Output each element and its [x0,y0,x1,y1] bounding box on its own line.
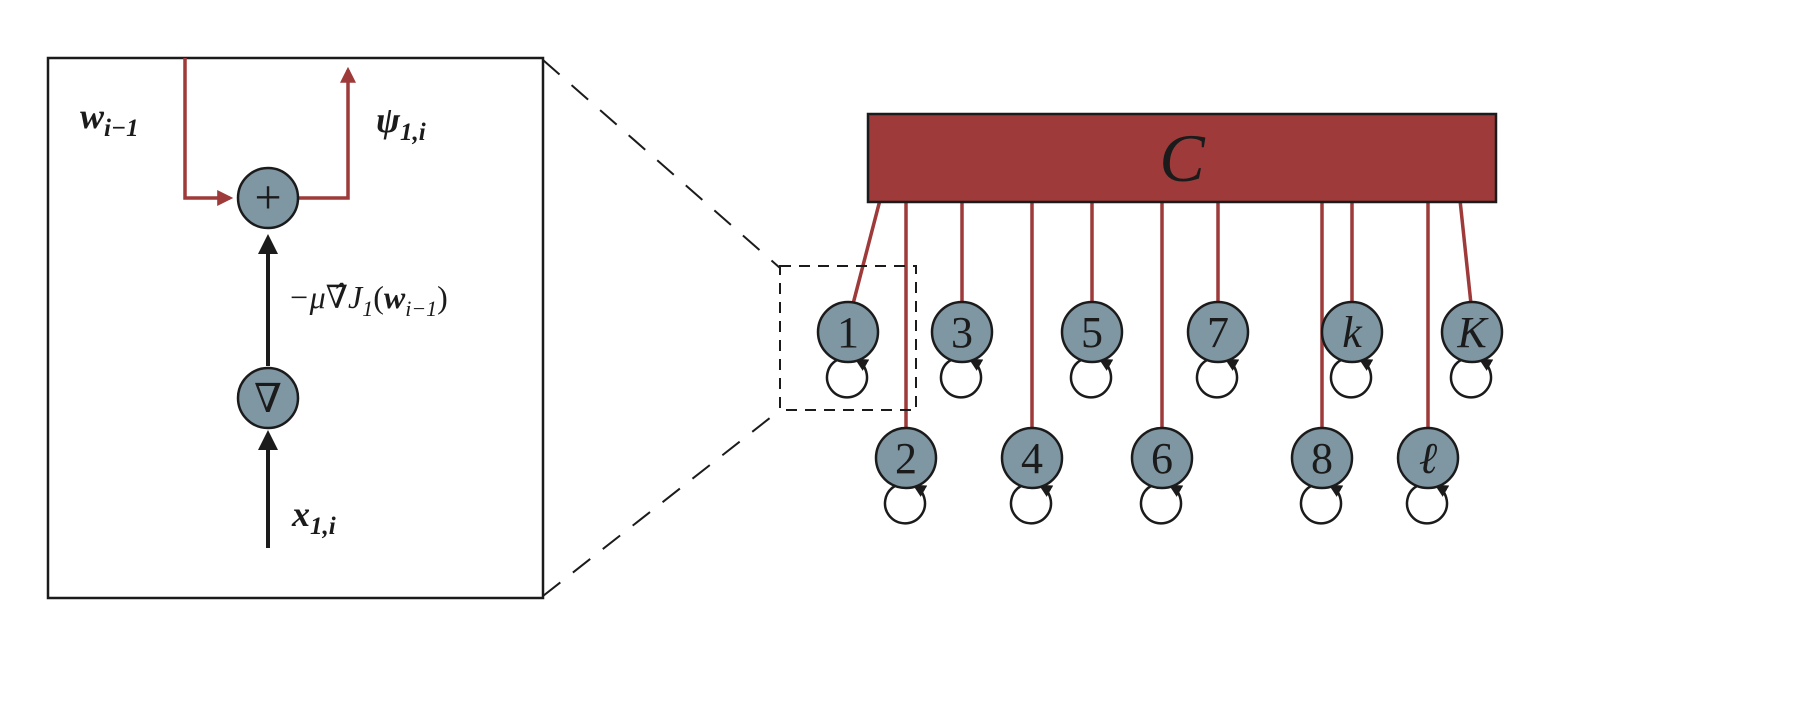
node-label: 4 [1021,434,1043,483]
agent-node-l: ℓ [1396,426,1460,525]
grad-label-w: w [384,279,406,315]
gradient-node-circle [236,366,300,430]
node-circle [1396,426,1460,490]
agent-node-7: 7 [1186,300,1250,399]
sum-node: + [236,166,300,230]
node-label: 1 [837,308,859,357]
agent-node-K: K [1440,300,1504,399]
sum-symbol: + [254,171,281,224]
agent-node-1: 1 [816,300,880,399]
node-circle [1320,300,1384,364]
node-circle [816,300,880,364]
w-label-sub: i−1 [104,115,139,142]
detail-box-border [46,56,545,600]
node-circle [1440,300,1504,364]
node-label: 7 [1207,308,1229,357]
node-circle [1186,300,1250,364]
detail-box: + ∇ wi−1 ψ1,i −μ∇̂J1(wi−1) x1,i [46,56,545,600]
self-loop-arrow [1069,358,1114,399]
self-loop-arrow [1329,358,1374,399]
self-loop-arrow [1195,358,1240,399]
zoom-dashed-bottom-line [542,409,781,597]
node-circle [1130,426,1194,490]
x-label-sub: 1,i [310,513,336,540]
x-label-base: x [291,494,310,534]
agent-node-5: 5 [1060,300,1124,399]
node-label: 8 [1311,434,1333,483]
grad-label-w-sub: i−1 [405,296,437,321]
node-label: ℓ [1419,434,1438,483]
node-circle [874,426,938,490]
self-loop-arrow [825,358,870,399]
self-loop-arrow [883,484,928,525]
grad-label-pre-sub: 1 [362,296,373,321]
node-circle [1290,426,1354,490]
node-label: 2 [895,434,917,483]
w-feedback-line [183,58,234,206]
fusion-center: C [866,112,1498,204]
zoom-dashed-top-line [542,59,781,269]
self-loop-arrow [1449,358,1494,399]
gradient-node: ∇ [236,366,300,430]
agent-node-k: k [1320,300,1384,399]
agent-link-line [851,199,882,305]
node-circle [1060,300,1124,364]
node-circle [930,300,994,364]
agent-node-2: 2 [874,426,938,525]
x-input-label: x1,i [291,494,336,540]
node-label: K [1456,308,1489,357]
agent-node-4: 4 [1000,426,1064,525]
network: C 1 2 3 4 5 [779,112,1504,525]
self-loop-arrow [1405,484,1450,525]
grad-label-pre: −μ∇̂J [288,279,364,315]
w-label-base: w [80,96,105,136]
agent-node-3: 3 [930,300,994,399]
sum-node-circle [236,166,300,230]
grad-label-close: ) [437,279,448,315]
fusion-center-label: C [1159,120,1205,196]
gradient-symbol: ∇ [254,376,282,421]
psi-label-base: ψ [376,100,401,140]
agent-node-8: 8 [1290,426,1354,525]
node-label: k [1342,308,1363,357]
node-label: 5 [1081,308,1103,357]
psi-label-sub: 1,i [400,119,426,146]
self-loop-arrow [939,358,984,399]
agent-link-line [1458,199,1473,305]
psi-label: ψ1,i [376,100,426,146]
node-label: 3 [951,308,973,357]
fusion-center-rect [866,112,1498,204]
zoom-connector [542,59,781,597]
zoom-target-outline [779,265,917,411]
self-loop-arrow [1139,484,1184,525]
agent-links [851,199,1473,430]
node-circle [1000,426,1064,490]
agent-node-6: 6 [1130,426,1194,525]
node-label: 6 [1151,434,1173,483]
self-loop-arrow [1009,484,1054,525]
gradient-step-label: −μ∇̂J1(wi−1) [288,279,448,321]
self-loop-arrow [1299,484,1344,525]
w-label: wi−1 [80,96,139,142]
psi-output-line [298,66,356,200]
grad-label-open: ( [373,279,384,315]
